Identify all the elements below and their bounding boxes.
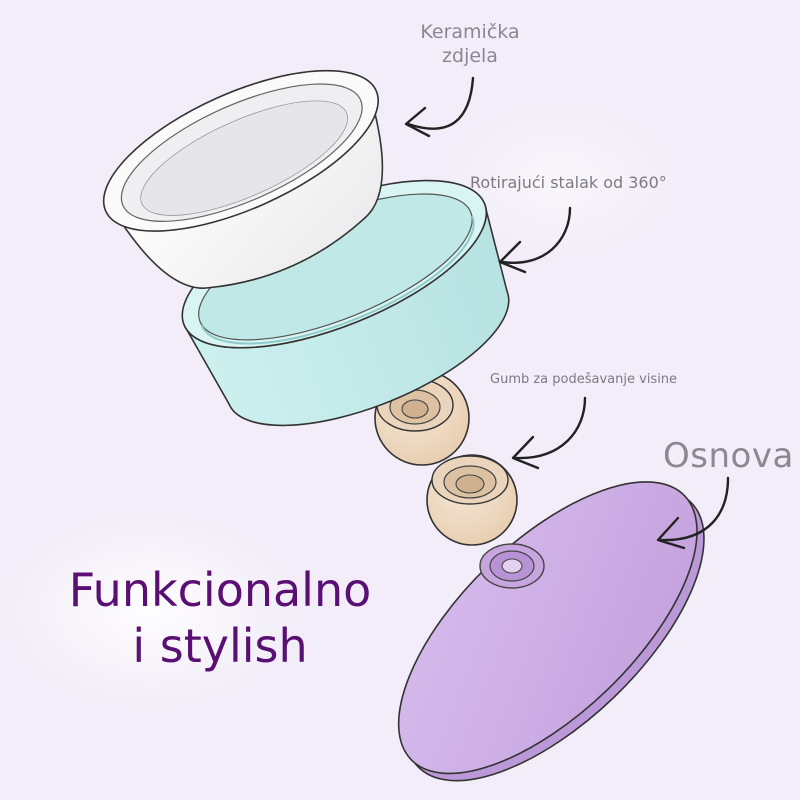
headline-line2: i stylish xyxy=(132,619,308,673)
ceramic-bowl xyxy=(102,69,384,289)
arrow-bowl-icon xyxy=(404,76,475,138)
headline: Funkcionalno i stylish xyxy=(40,562,400,674)
headline-line1: Funkcionalno xyxy=(68,563,372,617)
label-ceramic-bowl-line2: zdjela xyxy=(442,45,498,67)
rotating-stand xyxy=(181,179,510,427)
label-height-knob: Gumb za podešavanje visine xyxy=(490,372,678,387)
arrow-base-icon xyxy=(656,476,730,550)
background-glow xyxy=(440,100,680,260)
background-glow xyxy=(0,510,300,710)
height-knob-lower xyxy=(426,454,518,546)
base-plate xyxy=(397,481,705,782)
arrow-knob-icon xyxy=(511,396,587,470)
label-base: Osnova xyxy=(663,436,794,476)
label-ceramic-bowl-line1: Keramička xyxy=(420,21,520,43)
label-rotating-stand: Rotirajući stalak od 360° xyxy=(470,173,667,192)
arrow-stand-icon xyxy=(498,206,572,274)
label-ceramic-bowl: Keramička zdjela xyxy=(400,20,540,68)
